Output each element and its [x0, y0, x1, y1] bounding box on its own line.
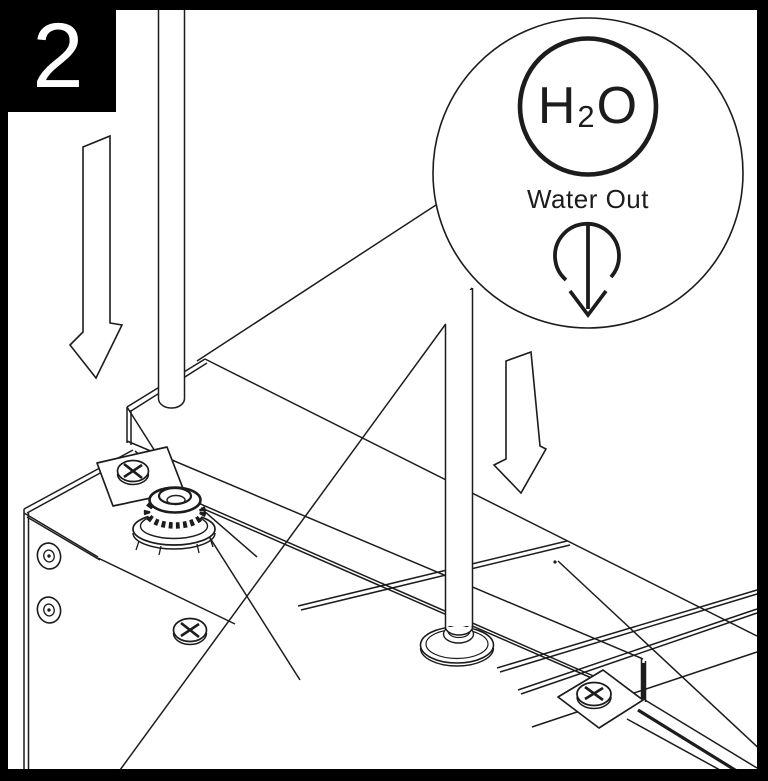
phillips-screw-icon — [116, 459, 150, 486]
rivet — [36, 596, 62, 624]
outline-arrow-down-icon — [492, 350, 548, 495]
outline-arrow-down-icon — [68, 134, 124, 380]
water-outlet-fitting — [132, 486, 216, 556]
water-out-label: Water Out — [526, 184, 649, 214]
callout-bubble — [432, 17, 744, 329]
left-water-tube — [157, 10, 186, 409]
h2o-symbol-circle — [517, 36, 659, 177]
rivet — [36, 542, 62, 570]
phillips-screw-icon — [576, 681, 612, 710]
frame-right-bar — [757, 0, 768, 781]
rail-front-top-edge — [126, 440, 644, 660]
step-number: 2 — [32, 5, 84, 107]
callout-leader-line-upper — [196, 204, 437, 362]
speck — [553, 560, 557, 564]
frame-top-bar — [0, 0, 768, 10]
insert-arrow-left — [68, 134, 124, 380]
step-number-badge: 2 — [0, 0, 116, 112]
arrow-down-icon — [553, 221, 621, 318]
right-water-tube — [444, 288, 474, 639]
rail-front-bottom-edge — [131, 473, 634, 697]
rail-back-top-edge — [204, 358, 758, 637]
phillips-screw-icon — [172, 617, 208, 646]
corner-post-edges — [23, 509, 30, 777]
frame-left-bar — [0, 0, 8, 781]
insert-arrow-right — [492, 350, 548, 495]
frame-bottom-bar — [0, 769, 768, 781]
callout-leader-line-lower — [119, 287, 473, 771]
